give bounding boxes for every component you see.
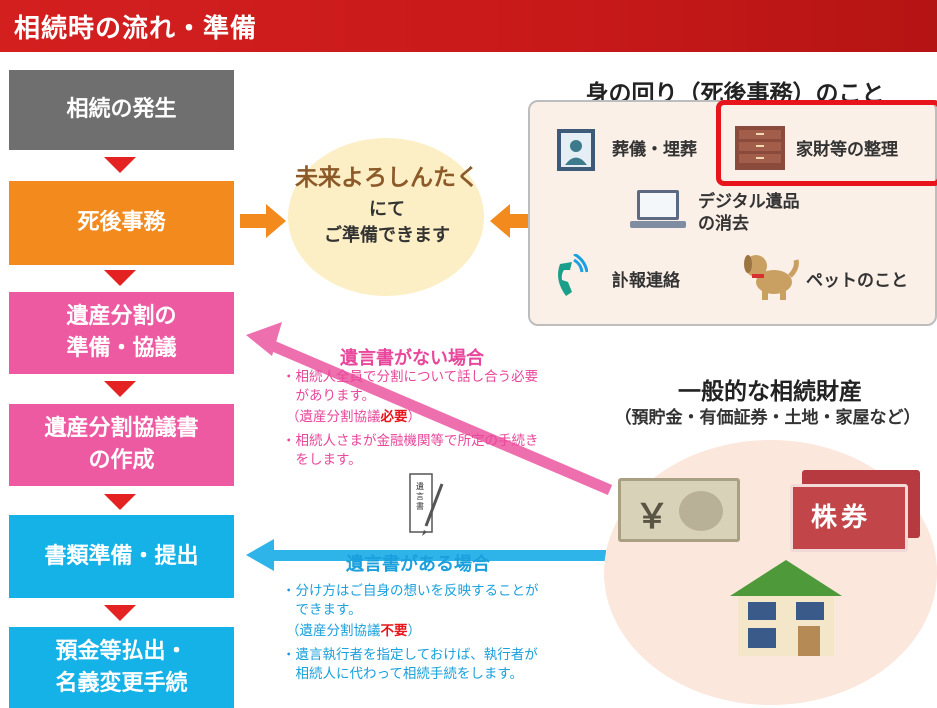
center-circle [288, 138, 484, 296]
no-will-line1: ・相続人全員で分割について話し合う必要 があります。 [282, 369, 539, 404]
estate-subtitle: （預貯金・有価証券・土地・家屋など） [614, 408, 921, 428]
estate-title: 一般的な相続財産 [678, 379, 862, 405]
step-deposit-withdrawal: 預金等払出・ 名義変更手続 [9, 627, 234, 708]
dresser-icon [735, 126, 785, 170]
orange-arrow-right-icon [490, 204, 528, 238]
down-arrow-icon [104, 381, 136, 397]
banknote-icon: ￥ [618, 478, 740, 542]
down-arrow-icon [104, 605, 136, 621]
step-after-death-affairs: 死後事務 [9, 181, 234, 265]
pink-arrow-icon [246, 322, 613, 496]
no-will-line2: ・相続人さまが金融機関等で所定の手続き をします。 [282, 433, 539, 468]
house-icon [730, 560, 842, 656]
header-bar: 相続時の流れ・準備 [0, 0, 937, 52]
item-funeral-label: 葬儀・埋葬 [612, 140, 697, 160]
down-arrow-icon [104, 157, 136, 173]
item-obituary-label: 訃報連絡 [612, 271, 680, 291]
highlight-box [716, 100, 937, 186]
service-subtitle: にて ご準備できます [324, 199, 450, 246]
will-document-icon [409, 473, 444, 536]
after-death-panel [528, 100, 937, 326]
page-title: 相続時の流れ・準備 [14, 14, 258, 44]
with-will-line1: ・分け方はご自身の想いを反映することが できます。 [282, 583, 539, 618]
yen-symbol: ￥ [635, 497, 669, 537]
blue-arrow-icon [246, 539, 606, 571]
service-name: 未来よろしんたく [295, 165, 479, 191]
step-division-agreement-doc: 遺産分割協議書 の作成 [9, 404, 234, 486]
stock-label: 株券 [811, 503, 872, 533]
item-household-label: 家財等の整理 [796, 140, 898, 160]
stock-certificate-front: 株券 [790, 484, 908, 552]
step-inheritance-occurs: 相続の発生 [9, 70, 234, 150]
item-digital-label: デジタル遺品 の消去 [698, 192, 800, 234]
no-will-requirement: （遺産分割協議必要） [286, 409, 421, 425]
with-will-title: 遺言書がある場合 [346, 554, 490, 575]
no-will-title: 遺言書がない場合 [340, 348, 484, 369]
down-arrow-icon [104, 270, 136, 286]
down-arrow-icon [104, 494, 136, 510]
step-estate-division-prep: 遺産分割の 準備・協議 [9, 292, 234, 374]
laptop-icon [630, 190, 686, 228]
with-will-line2: ・遺言執行者を指定しておけば、執行者が 相続人に代わって相続手続をします。 [282, 647, 538, 682]
step-document-submission: 書類準備・提出 [9, 515, 234, 598]
phone-icon [558, 254, 588, 296]
orange-arrow-left-icon [240, 204, 286, 238]
item-pet-label: ペットのこと [806, 271, 908, 291]
portrait-icon [557, 129, 595, 171]
will-document-label: 遺言書 [416, 482, 424, 511]
with-will-requirement: （遺産分割協議不要） [286, 623, 421, 639]
dog-icon [744, 255, 799, 300]
